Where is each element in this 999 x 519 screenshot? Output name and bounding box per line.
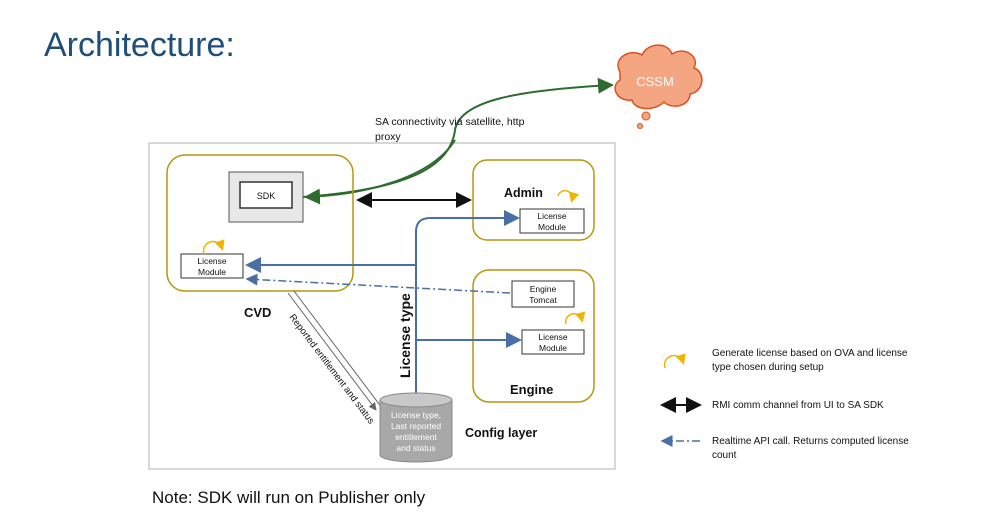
admin-box <box>472 159 595 241</box>
license-type-lines <box>245 210 522 395</box>
sdk-box: SDK <box>228 171 304 223</box>
sa-connectivity-line <box>302 77 614 198</box>
admin-license-module: License Module <box>519 190 585 234</box>
svg-text:License: License <box>197 256 227 266</box>
engine-box <box>472 269 595 403</box>
cvd-license-module: License Module <box>180 239 244 279</box>
cvd-label: CVD <box>244 305 271 320</box>
reported-entitlement-label: Reported entitlement and status <box>287 312 377 426</box>
svg-text:Module: Module <box>538 222 566 232</box>
svg-text:entitlement: entitlement <box>395 432 437 442</box>
connection-label: SA connectivity via satellite, http <box>375 116 525 128</box>
reported-entitlement-line <box>287 292 377 411</box>
svg-text:License type,: License type, <box>391 410 441 420</box>
svg-text:License: License <box>538 332 568 342</box>
generate-loop-icon <box>557 190 580 203</box>
svg-text:Module: Module <box>539 343 567 353</box>
system-boundary <box>148 142 616 470</box>
legend: Generate license based on OVA and licens… <box>660 348 909 461</box>
svg-text:Engine: Engine <box>530 284 557 294</box>
license-type-label: License type <box>397 293 413 378</box>
realtime-api-line <box>245 273 511 294</box>
cssm-cloud: CSSM <box>614 44 703 129</box>
legend-generate-text: Generate license based on OVA and licens… <box>712 348 908 359</box>
legend-rmi-text: RMI comm channel from UI to SA SDK <box>712 400 884 411</box>
svg-text:Last reported: Last reported <box>391 421 441 431</box>
cssm-label: CSSM <box>636 74 674 89</box>
admin-label: Admin <box>504 186 543 200</box>
legend-realtime-text-2: count <box>712 450 737 461</box>
cvd-box <box>166 154 354 292</box>
legend-generate-text-2: type chosen during setup <box>712 362 824 373</box>
svg-text:Tomcat: Tomcat <box>529 295 557 305</box>
svg-text:and status: and status <box>396 443 435 453</box>
generate-loop-icon <box>202 239 225 255</box>
svg-text:Module: Module <box>198 267 226 277</box>
legend-realtime-text: Realtime API call. Returns computed lice… <box>712 436 909 447</box>
sdk-label: SDK <box>257 191 276 201</box>
engine-license-module: License Module <box>521 311 586 355</box>
connection-label-2: proxy <box>375 131 401 143</box>
engine-tomcat-box: Engine Tomcat <box>511 280 575 308</box>
config-layer-label: Config layer <box>465 426 537 440</box>
config-database: License type, Last reported entitlement … <box>379 392 453 463</box>
svg-text:License: License <box>537 211 567 221</box>
generate-loop-icon <box>663 353 686 369</box>
page-title: Architecture: <box>44 26 235 64</box>
generate-loop-icon <box>565 311 586 325</box>
footnote: Note: SDK will run on Publisher only <box>152 488 426 507</box>
engine-label: Engine <box>510 382 553 397</box>
